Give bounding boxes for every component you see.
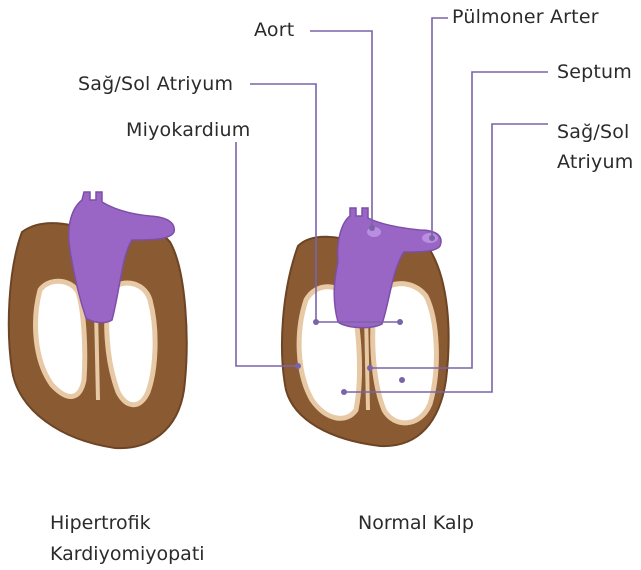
label-septum: Septum xyxy=(557,61,632,83)
label-aort: Aort xyxy=(254,19,294,41)
label-sag-sol-right-line1: Sağ/Sol xyxy=(557,121,630,143)
label-sag-sol-atriyum-left: Sağ/Sol Atriyum xyxy=(78,73,233,95)
normal-heart xyxy=(282,208,449,446)
label-miyokardium: Miyokardium xyxy=(126,119,250,141)
caption-hypertrophic: Hipertrofik Kardiyomiyopati xyxy=(50,508,205,570)
label-pulmoner-arter: Pülmoner Arter xyxy=(452,6,599,28)
leader-pulmoner-arter xyxy=(432,18,448,238)
leader-aort xyxy=(310,31,372,228)
caption-hypertrophic-line2: Kardiyomiyopati xyxy=(50,539,205,570)
caption-normal: Normal Kalp xyxy=(358,508,474,539)
hypertrophic-heart xyxy=(9,192,187,448)
caption-hypertrophic-line1: Hipertrofik xyxy=(50,508,205,539)
label-atriyum-right-line2: Atriyum xyxy=(557,151,633,173)
